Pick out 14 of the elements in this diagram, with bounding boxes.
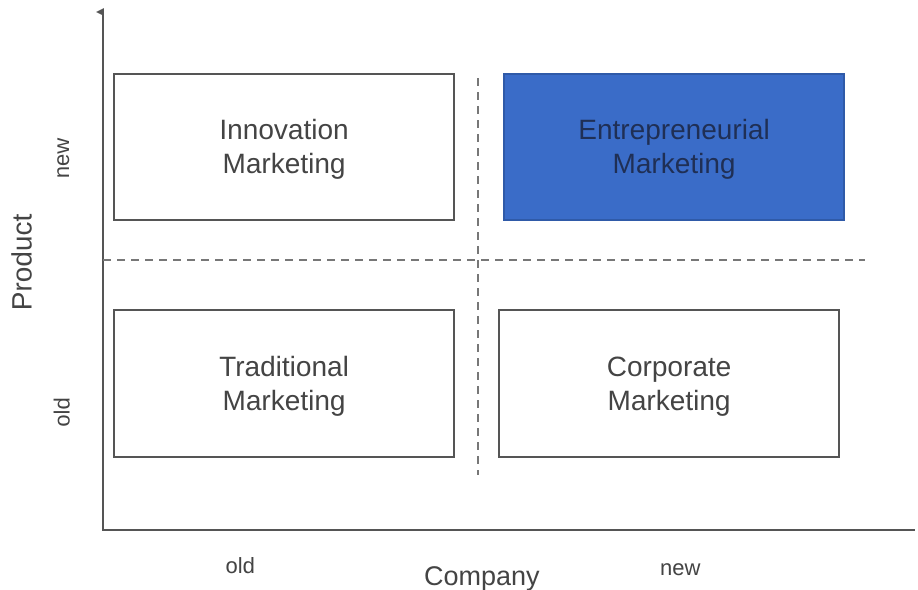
quadrant-box [113,73,455,221]
quadrant-title: Entrepreneurial Marketing [577,113,771,181]
tick-label: old [226,553,255,579]
quadrant-box [498,309,840,458]
tick-label: new [660,555,700,581]
quadrant-title: Traditional Marketing [218,350,350,418]
axis-title: Product [6,214,38,310]
quadrant-box [503,73,845,221]
quadrant-title: Corporate Marketing [606,350,732,418]
quadrant-box [113,309,455,458]
tick-label: old [49,397,76,427]
axis-title: Company [424,560,540,590]
quadrant-title: Innovation Marketing [218,113,350,181]
tick-label: new [49,138,76,178]
